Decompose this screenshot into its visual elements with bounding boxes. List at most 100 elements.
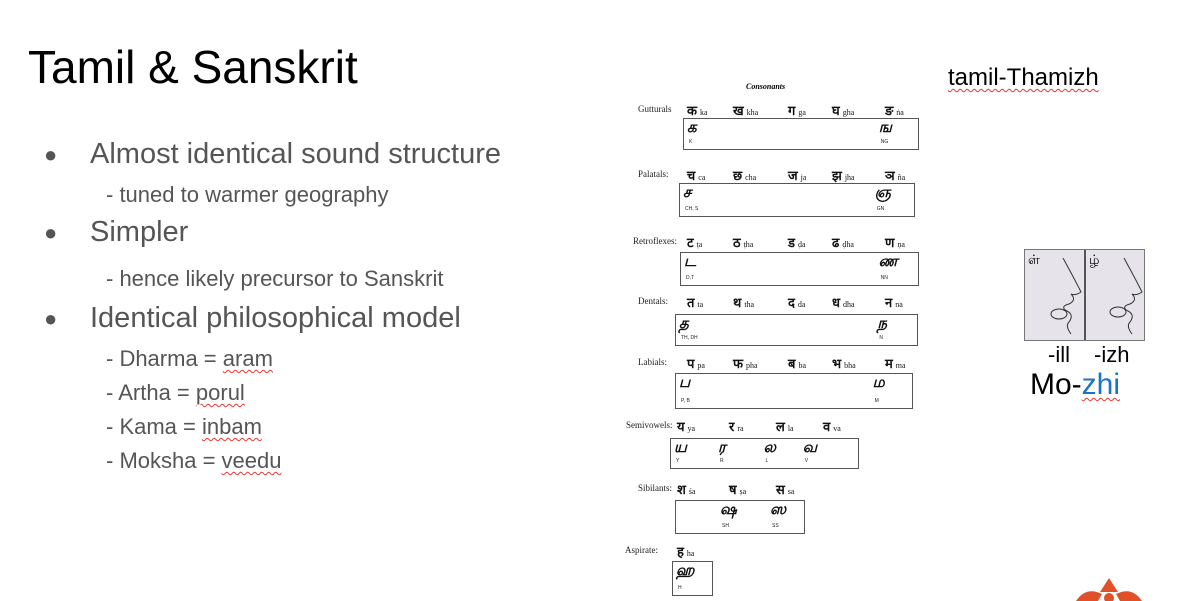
transliteration: śa: [688, 487, 696, 496]
model-item: - Kama = inbam: [106, 414, 262, 440]
devanagari-glyph: र: [729, 419, 735, 434]
face-profile-icon: [1050, 257, 1082, 335]
tamil-roman: Y: [676, 458, 680, 464]
tamil-roman: CH, S: [685, 206, 699, 212]
transliteration: da: [797, 300, 806, 309]
devanagari-glyph: ट: [687, 235, 694, 250]
model-item: - Moksha = veedu: [106, 448, 282, 474]
devanagari-glyph: ग: [788, 103, 796, 118]
bullet-1: ●Almost identical sound structure: [44, 138, 502, 170]
devanagari-glyph: ष: [729, 482, 737, 497]
sound-izh-text: -izh: [1094, 342, 1130, 367]
model-item: - Artha = porul: [106, 380, 245, 406]
mozhi-prefix: Mo-: [1030, 368, 1082, 401]
transliteration: ṅa: [896, 108, 904, 117]
tamil-letter: ம: [872, 374, 885, 391]
tamil-letter: த: [679, 315, 689, 332]
tamil-letter: ட: [684, 253, 696, 270]
tamil-box: [683, 118, 919, 150]
transliteration: ṭha: [743, 240, 754, 249]
model-tamil: inbam: [201, 414, 262, 439]
tamil-roman: N: [879, 335, 883, 341]
devanagari-glyph: भ: [832, 356, 842, 371]
chart-heading: Consonants: [746, 82, 786, 91]
transliteration: ḍa: [797, 240, 806, 249]
row-label: Dentals:: [638, 296, 668, 306]
transliteration: ha: [686, 549, 695, 558]
devanagari-glyph: ढ: [832, 235, 840, 250]
transliteration: pha: [746, 361, 758, 370]
tamil-roman: P, B: [681, 398, 690, 404]
devanagari-glyph: द: [788, 295, 795, 310]
devanagari-glyph: ल: [776, 419, 785, 434]
devanagari-glyph: म: [885, 356, 893, 371]
model-term: - Moksha =: [106, 448, 222, 473]
transliteration: sa: [787, 487, 795, 496]
devanagari-glyph: ब: [788, 356, 796, 371]
bullet-text: Simpler: [90, 216, 189, 248]
devanagari-glyph: न: [885, 295, 893, 310]
transliteration: ba: [798, 361, 806, 370]
transliteration: ta: [697, 300, 704, 309]
devanagari-glyph: घ: [832, 103, 840, 118]
transliteration: gha: [842, 108, 855, 117]
tamil-roman: D,T: [686, 275, 695, 281]
devanagari-glyph: फ: [733, 356, 744, 371]
devanagari-glyph: ख: [733, 103, 744, 118]
thamizh-text: tamil-Thamizh: [948, 64, 1099, 91]
transliteration: kha: [746, 108, 759, 117]
tamil-letter: ல: [763, 439, 776, 456]
tamil-roman: GN: [876, 206, 885, 212]
devanagari-glyph: य: [677, 419, 685, 434]
devanagari-glyph: त: [687, 295, 695, 310]
tamil-box: [680, 252, 919, 286]
transliteration: ṭa: [696, 240, 703, 249]
transliteration: ra: [737, 424, 744, 433]
tamil-letter: ண: [878, 253, 898, 270]
row-label: Sibilants:: [638, 483, 673, 493]
tamil-roman: SH: [722, 523, 729, 529]
transliteration: ṣa: [739, 487, 747, 496]
sound-izh: -izh: [1094, 342, 1129, 368]
tamil-letter: ஹ: [676, 562, 695, 579]
tamil-letter: ள்: [1028, 252, 1040, 267]
devanagari-glyph: ठ: [733, 235, 741, 250]
tamil-box: [675, 500, 805, 534]
sub-bullet: - tuned to warmer geography: [106, 182, 389, 207]
tamil-roman: H: [678, 585, 682, 591]
tamil-roman: L: [765, 458, 769, 464]
row-label: Palatals:: [638, 169, 669, 179]
sub-bullet: - hence likely precursor to Sanskrit: [106, 266, 444, 291]
tamil-letter: க: [687, 119, 697, 136]
transliteration: ga: [798, 108, 806, 117]
tamil-roman: NN: [880, 275, 888, 281]
tamil-letter: வ: [802, 439, 818, 456]
transliteration: ḍha: [842, 240, 854, 249]
devanagari-glyph: व: [823, 419, 831, 434]
lotus-logo-icon: [1076, 578, 1142, 601]
transliteration: ya: [687, 424, 696, 433]
slide-title: Tamil & Sanskrit: [28, 41, 358, 93]
tamil-box: [672, 561, 713, 596]
row-label: Semivowels:: [626, 420, 673, 430]
model-item: - Dharma = aram: [106, 346, 273, 372]
sound-ill: -ill: [1048, 342, 1070, 367]
transliteration: ṇa: [897, 240, 905, 249]
tamil-roman: V: [804, 458, 809, 464]
transliteration: ka: [699, 108, 708, 117]
